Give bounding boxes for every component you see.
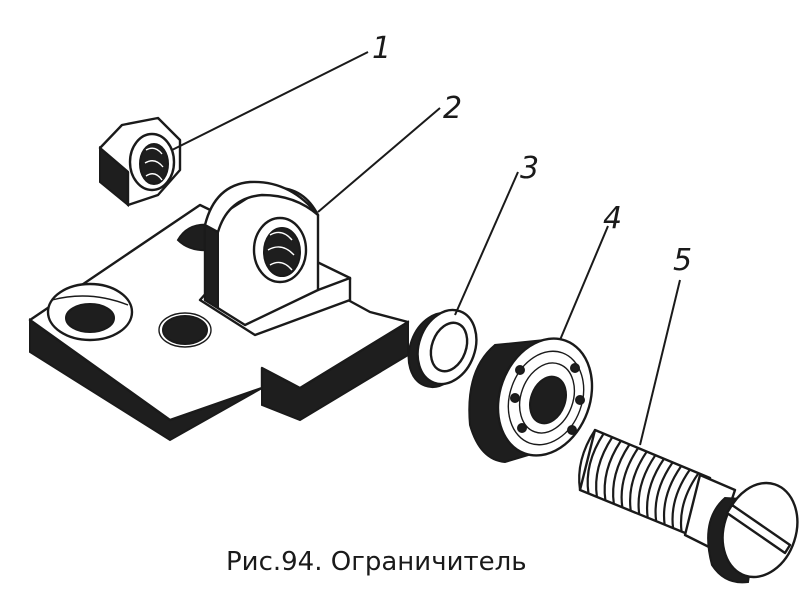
leader-2 bbox=[317, 107, 441, 213]
part-4-ball-bearing bbox=[468, 337, 594, 464]
part-2-base-plate bbox=[28, 180, 410, 442]
screw-thread-line bbox=[586, 433, 605, 494]
callout-4: 4 bbox=[603, 201, 622, 236]
part-3-washer bbox=[407, 308, 478, 388]
leader-5 bbox=[639, 279, 681, 446]
screw-thread-line bbox=[629, 451, 648, 511]
screw-thread-line bbox=[612, 443, 631, 504]
figure-caption: Рис.94. Ограничитель bbox=[226, 547, 527, 577]
screw-thread-line bbox=[595, 436, 614, 498]
screw-thread-line bbox=[671, 469, 691, 529]
part-5-slotted-screw bbox=[578, 428, 799, 584]
screw-thread-line bbox=[620, 447, 639, 508]
screw-thread-line bbox=[679, 472, 700, 532]
leader-1 bbox=[171, 51, 369, 151]
part-1-hex-nut bbox=[98, 116, 182, 208]
callout-2: 2 bbox=[443, 91, 462, 126]
leader-3 bbox=[454, 171, 519, 316]
screw-thread-line bbox=[645, 458, 665, 518]
callout-1: 1 bbox=[372, 31, 391, 66]
leader-4 bbox=[559, 225, 609, 341]
screw-thread-line bbox=[637, 454, 657, 515]
callout-3: 3 bbox=[520, 151, 539, 186]
screw-thread-line bbox=[578, 429, 596, 491]
callout-5: 5 bbox=[673, 243, 692, 278]
screw-thread-line bbox=[662, 465, 683, 525]
screw-thread-line bbox=[654, 461, 674, 522]
leader-lines bbox=[171, 51, 681, 446]
screw-thread-line bbox=[603, 440, 622, 501]
